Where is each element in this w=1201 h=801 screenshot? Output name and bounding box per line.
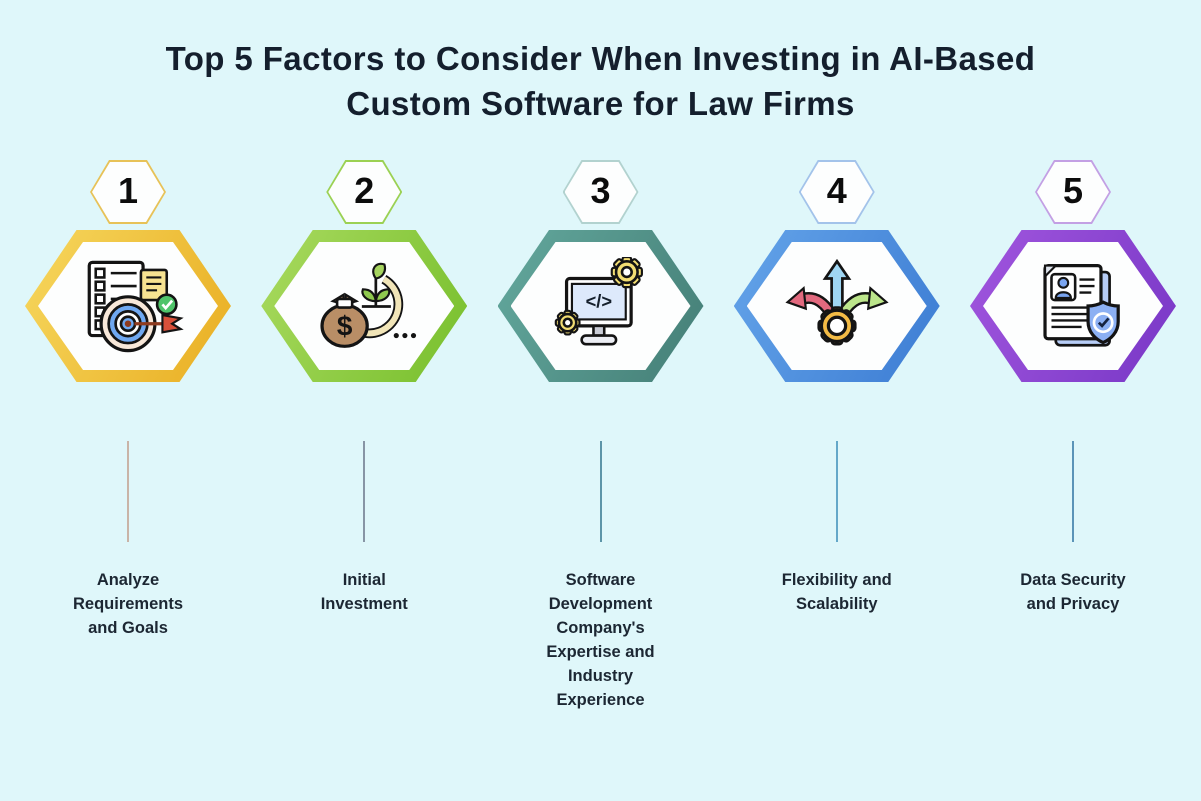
- factor-5-connector-line: [1072, 441, 1074, 542]
- factor-2-number-hexagon: 2: [326, 160, 403, 224]
- factor-4-label: Flexibility and Scalability: [781, 571, 892, 613]
- page-title: Top 5 Factors to Consider When Investing…: [165, 40, 1036, 122]
- factor-3-hexagon: </>: [497, 230, 704, 382]
- factor-1-connector-line: [127, 441, 129, 542]
- factor-column-5: 5: [957, 160, 1189, 712]
- factor-1-number: 1: [117, 170, 139, 211]
- factor-4-number-hexagon: 4: [798, 160, 875, 224]
- factor-2-label: Initial Investment: [320, 571, 408, 613]
- factor-column-1: 1: [12, 160, 244, 712]
- factor-column-3: 3 </>: [485, 160, 717, 712]
- flexibility-arrows-gear-icon: [781, 257, 893, 356]
- factor-2-number: 2: [354, 170, 375, 211]
- factor-4-hexagon: [733, 230, 940, 382]
- factor-2-connector-line: [363, 441, 366, 542]
- checklist-target-icon: [72, 257, 184, 356]
- factor-1-label: Analyze Requirements and Goals: [72, 571, 184, 637]
- svg-text:</>: </>: [585, 290, 611, 311]
- factor-4-number: 4: [826, 170, 847, 211]
- factor-column-2: 2: [248, 160, 480, 712]
- factor-5-label: Data Security and Privacy: [1020, 571, 1126, 613]
- factor-3-connector-line: [599, 441, 602, 542]
- factor-3-number-hexagon: 3: [562, 160, 639, 224]
- factor-1-number-hexagon: 1: [90, 160, 166, 224]
- factor-1-hexagon: [25, 230, 231, 382]
- factor-3-number: 3: [590, 170, 611, 211]
- money-growth-icon: $: [308, 257, 420, 356]
- factor-column-4: 4: [721, 160, 953, 712]
- factor-5-number-hexagon: 5: [1035, 160, 1111, 224]
- factor-2-hexagon: $: [261, 230, 468, 382]
- software-development-icon: </>: [545, 256, 657, 356]
- factor-5-number: 5: [1062, 170, 1084, 211]
- factors-row: 1: [0, 160, 1201, 712]
- factor-5-hexagon: [970, 230, 1176, 382]
- factor-3-label: Software Development Company's Expertise…: [546, 571, 655, 709]
- document-shield-icon: [1017, 257, 1129, 356]
- svg-text:$: $: [337, 310, 353, 341]
- factor-4-connector-line: [835, 441, 838, 542]
